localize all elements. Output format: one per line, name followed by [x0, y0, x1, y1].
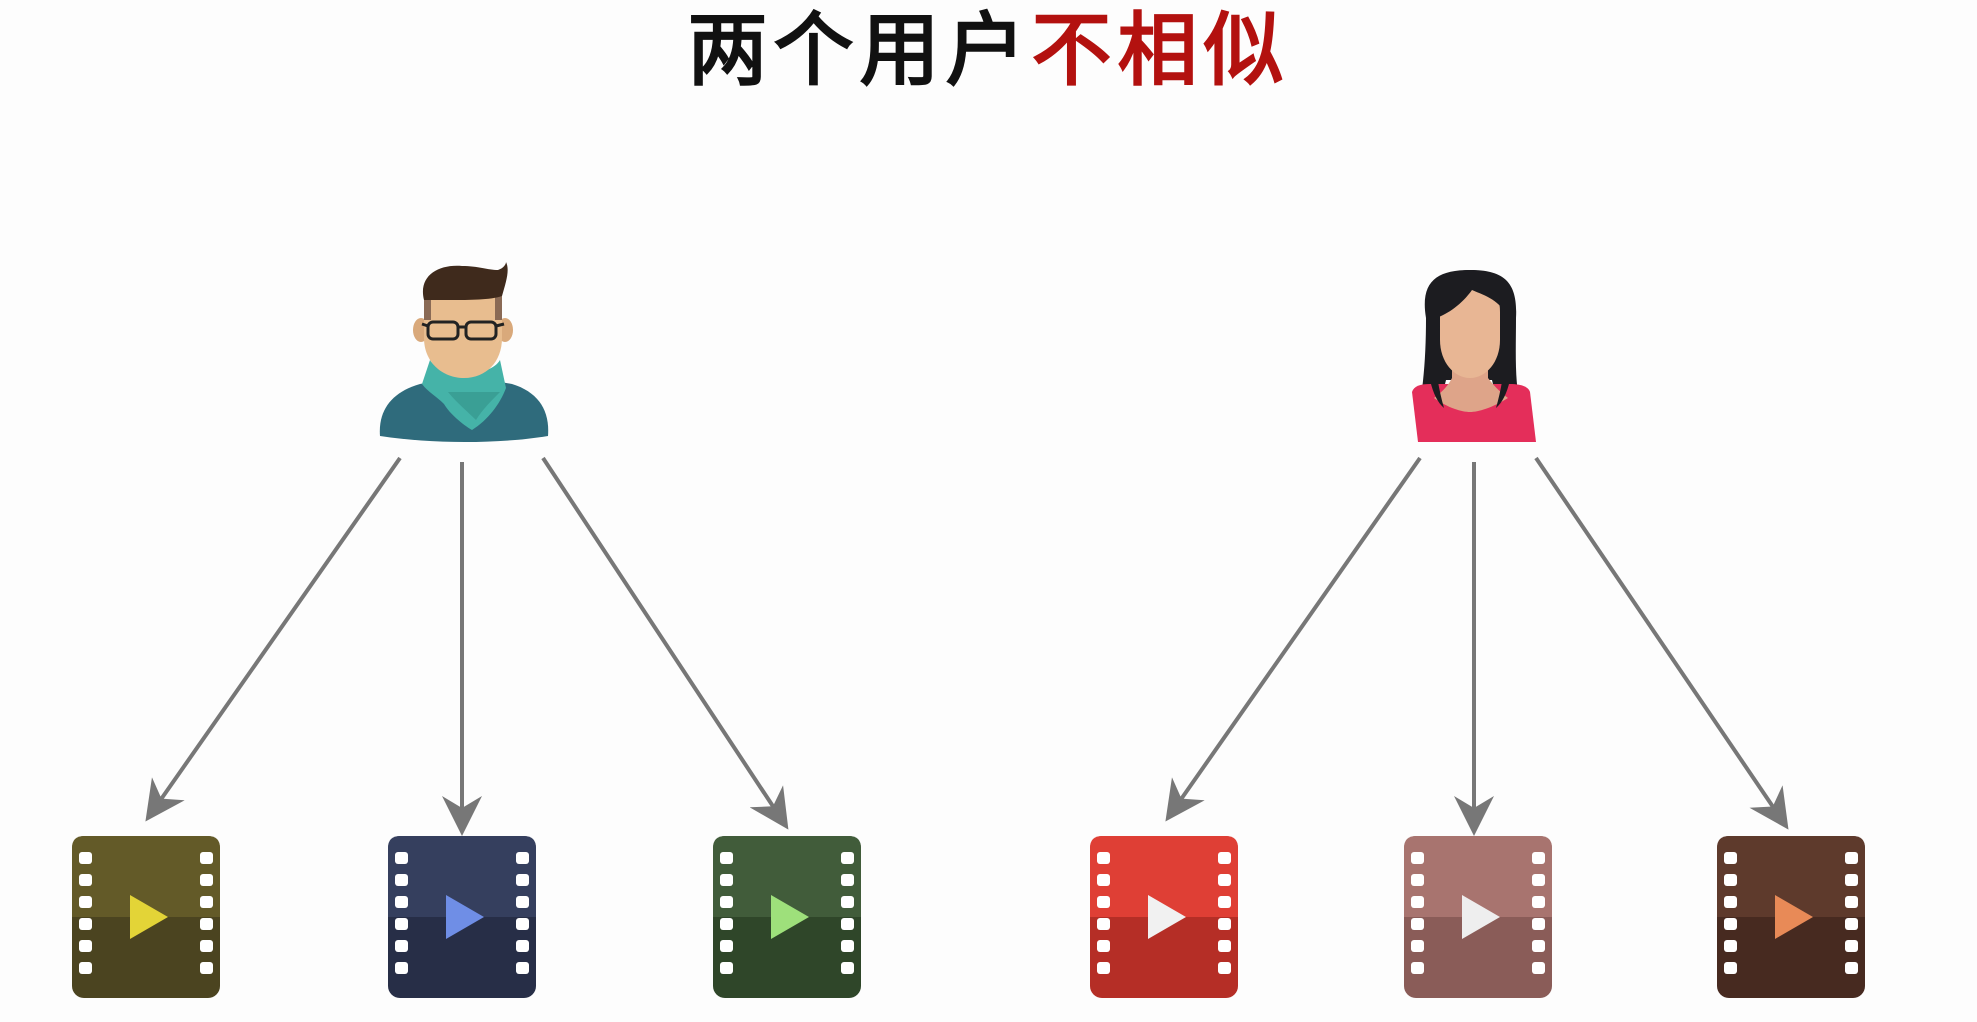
movie-3-film-play-icon	[713, 836, 861, 998]
film-hole	[395, 918, 408, 930]
film-hole	[1724, 852, 1737, 864]
film-hole	[1845, 852, 1858, 864]
film-hole	[79, 962, 92, 974]
film-hole	[1845, 918, 1858, 930]
film-hole	[1532, 874, 1545, 886]
film-hole	[1411, 962, 1424, 974]
play-icon	[1775, 895, 1813, 939]
film-hole	[1097, 918, 1110, 930]
film-hole	[1532, 918, 1545, 930]
film-hole	[1724, 962, 1737, 974]
title-part-not-similar: 不相似	[1031, 3, 1290, 97]
film-hole	[1411, 852, 1424, 864]
film-hole	[79, 874, 92, 886]
film-hole	[1532, 962, 1545, 974]
film-hole	[1218, 940, 1231, 952]
user-female-avatar	[1412, 270, 1536, 442]
arrows	[145, 456, 1789, 836]
film-hole	[1097, 852, 1110, 864]
title-part-users: 两个用户	[687, 3, 1032, 97]
film-hole	[1845, 962, 1858, 974]
film-hole	[1845, 896, 1858, 908]
film-hole	[79, 896, 92, 908]
film-hole	[720, 874, 733, 886]
film-hole	[1532, 940, 1545, 952]
film-hole	[1218, 918, 1231, 930]
film-hole	[1724, 918, 1737, 930]
film-hole	[79, 852, 92, 864]
film-hole	[720, 918, 733, 930]
film-hole	[395, 874, 408, 886]
film-hole	[1097, 940, 1110, 952]
film-hole	[720, 962, 733, 974]
movie-4-film-play-icon	[1090, 836, 1238, 998]
arrow-user2-movie6	[1534, 456, 1789, 830]
movie-6-film-play-icon	[1717, 836, 1865, 998]
film-hole	[200, 918, 213, 930]
film-hole	[841, 896, 854, 908]
film-hole	[1724, 896, 1737, 908]
film-hole	[1724, 874, 1737, 886]
film-hole	[79, 918, 92, 930]
movie-1-film-play-icon	[72, 836, 220, 998]
arrow-user1-movie3	[541, 456, 789, 830]
film-hole	[841, 852, 854, 864]
film-hole	[1411, 896, 1424, 908]
woman-hair-front	[1434, 270, 1509, 318]
film-hole	[79, 940, 92, 952]
play-icon	[446, 895, 484, 939]
film-hole	[1845, 940, 1858, 952]
film-hole	[720, 940, 733, 952]
film-hole	[1411, 918, 1424, 930]
film-hole	[516, 940, 529, 952]
film-hole	[395, 962, 408, 974]
arrow-user2-movie4	[1165, 456, 1422, 822]
film-hole	[841, 962, 854, 974]
film-hole	[516, 874, 529, 886]
film-hole	[720, 852, 733, 864]
movie-5-film-play-icon	[1404, 836, 1552, 998]
film-hole	[1218, 852, 1231, 864]
film-hole	[1724, 940, 1737, 952]
film-hole	[395, 896, 408, 908]
film-hole	[841, 940, 854, 952]
film-hole	[841, 918, 854, 930]
film-hole	[200, 940, 213, 952]
film-hole	[1532, 896, 1545, 908]
film-hole	[395, 940, 408, 952]
film-hole	[1097, 896, 1110, 908]
film-hole	[1218, 962, 1231, 974]
play-icon	[1462, 895, 1500, 939]
film-hole	[200, 874, 213, 886]
diagram-title: 两个用户不相似	[0, 2, 1977, 98]
play-icon	[130, 895, 168, 939]
film-hole	[395, 852, 408, 864]
film-hole	[1218, 874, 1231, 886]
film-hole	[720, 896, 733, 908]
film-hole	[516, 918, 529, 930]
film-hole	[200, 852, 213, 864]
movie-2-film-play-icon	[388, 836, 536, 998]
film-hole	[1411, 874, 1424, 886]
film-hole	[516, 852, 529, 864]
user-male-avatar	[379, 262, 549, 442]
film-hole	[200, 896, 213, 908]
movie-icons	[72, 836, 1865, 998]
play-icon	[771, 895, 809, 939]
film-hole	[516, 962, 529, 974]
film-hole	[1411, 940, 1424, 952]
play-icon	[1148, 895, 1186, 939]
film-hole	[1532, 852, 1545, 864]
film-hole	[1845, 874, 1858, 886]
man-hair	[422, 262, 508, 300]
arrow-user1-movie1	[145, 456, 402, 822]
film-hole	[516, 896, 529, 908]
film-hole	[1097, 874, 1110, 886]
glasses-icon	[421, 320, 505, 341]
film-hole	[200, 962, 213, 974]
film-hole	[1097, 962, 1110, 974]
film-hole	[841, 874, 854, 886]
film-hole	[1218, 896, 1231, 908]
